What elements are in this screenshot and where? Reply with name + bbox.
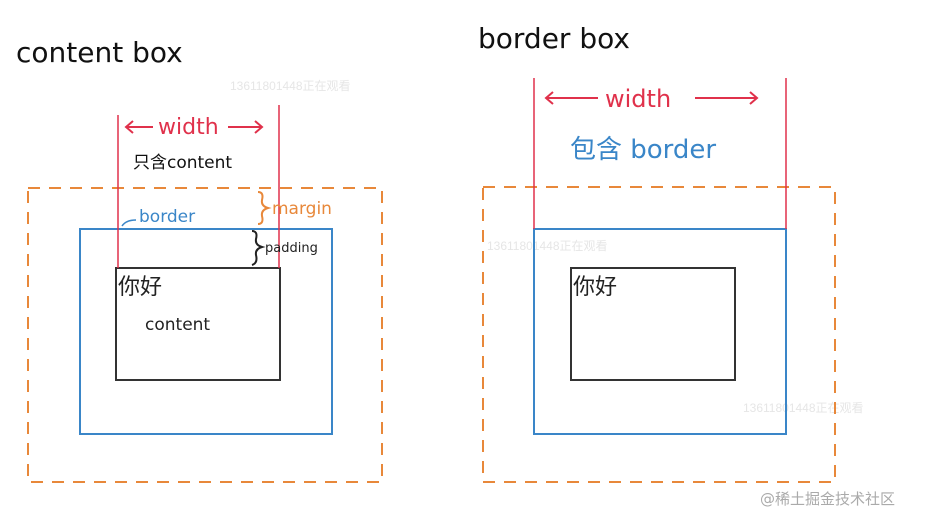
border-label: border [139, 207, 195, 227]
margin-area [482, 186, 836, 483]
credit-watermark: @稀土掘金技术社区 [760, 490, 895, 508]
watermark: 13611801448正在观看 [743, 401, 864, 415]
border-area [79, 228, 333, 435]
watermark: 13611801448正在观看 [230, 79, 351, 93]
content-area [570, 267, 736, 381]
width-label: width [605, 85, 671, 113]
padding-label: padding [265, 241, 318, 256]
border-pointer [121, 219, 137, 227]
content-area [115, 267, 281, 381]
content-label: content [145, 315, 210, 335]
padding-brace-icon [251, 230, 266, 266]
border-box-title: border box [478, 22, 630, 55]
margin-brace-icon [257, 191, 272, 225]
margin-label: margin [272, 199, 332, 219]
width-arrow [544, 91, 759, 105]
content-box-title: content box [16, 36, 183, 69]
margin-area [27, 187, 383, 483]
watermark: 13611801448正在观看 [487, 239, 608, 253]
content-box-diagram: content box width 只含content border margi… [16, 36, 383, 483]
border-box-diagram: border box width 包含 border 你好 [478, 22, 836, 483]
width-note: 包含 border [570, 135, 716, 165]
border-area [533, 228, 787, 435]
content-text: 你好 [118, 275, 162, 300]
content-text: 你好 [573, 275, 617, 300]
width-note: 只含content [133, 153, 232, 173]
width-label: width [158, 115, 219, 140]
width-arrow [124, 120, 264, 134]
